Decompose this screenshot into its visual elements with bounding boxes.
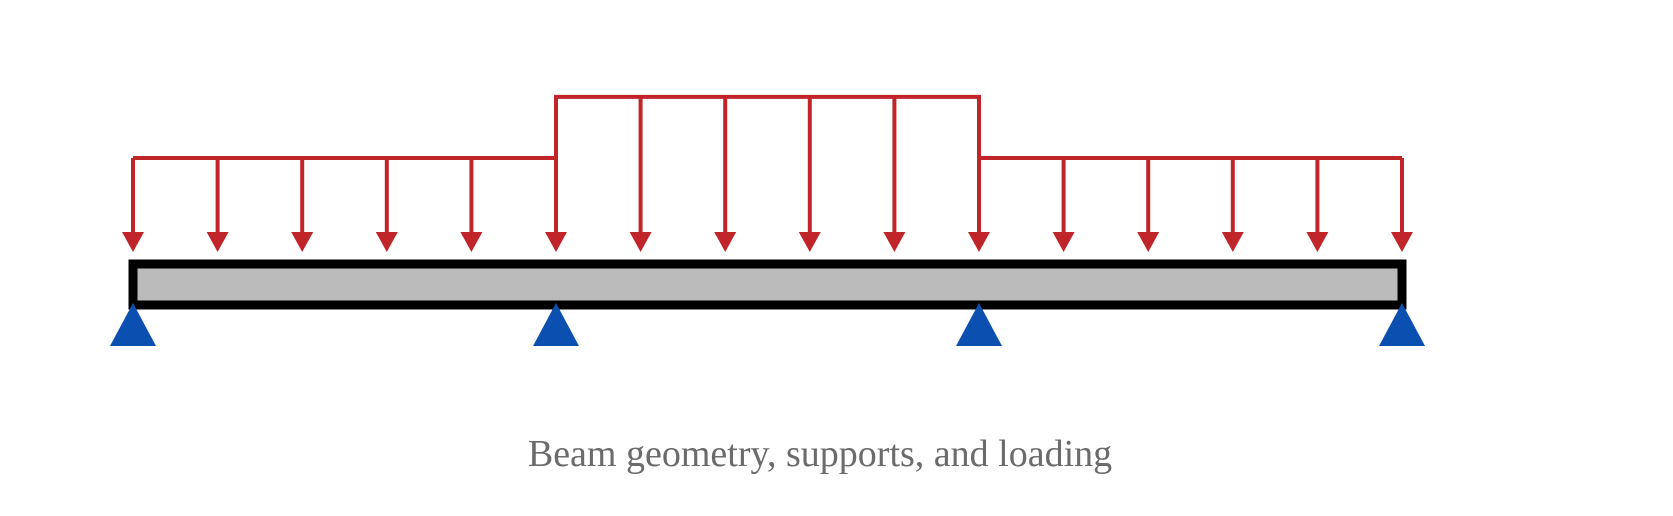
distributed-load [122, 94, 1413, 252]
load-arrowhead [629, 232, 652, 252]
beam [128, 259, 1407, 310]
load-arrowhead [460, 232, 483, 252]
load-arrowhead [545, 232, 567, 252]
load-arrowhead [798, 232, 821, 252]
load-arrowhead [1221, 232, 1244, 252]
load-arrowhead [122, 232, 144, 252]
load-arrowhead [968, 232, 990, 252]
supports [110, 303, 1425, 346]
load-arrowhead [1391, 232, 1413, 252]
load-arrowhead [375, 232, 398, 252]
pin-support-icon [533, 303, 579, 346]
load-arrowhead [714, 232, 737, 252]
pin-support-icon [110, 303, 156, 346]
pin-support-icon [1379, 303, 1425, 346]
load-arrowhead [1052, 232, 1075, 252]
load-arrowhead [1306, 232, 1329, 252]
pin-support-icon [956, 303, 1002, 346]
load-arrowhead [1137, 232, 1160, 252]
load-arrowhead [206, 232, 229, 252]
load-arrowhead [883, 232, 906, 252]
load-arrowhead [291, 232, 314, 252]
load-outline [133, 94, 1402, 160]
diagram-caption: Beam geometry, supports, and loading [527, 433, 1113, 475]
